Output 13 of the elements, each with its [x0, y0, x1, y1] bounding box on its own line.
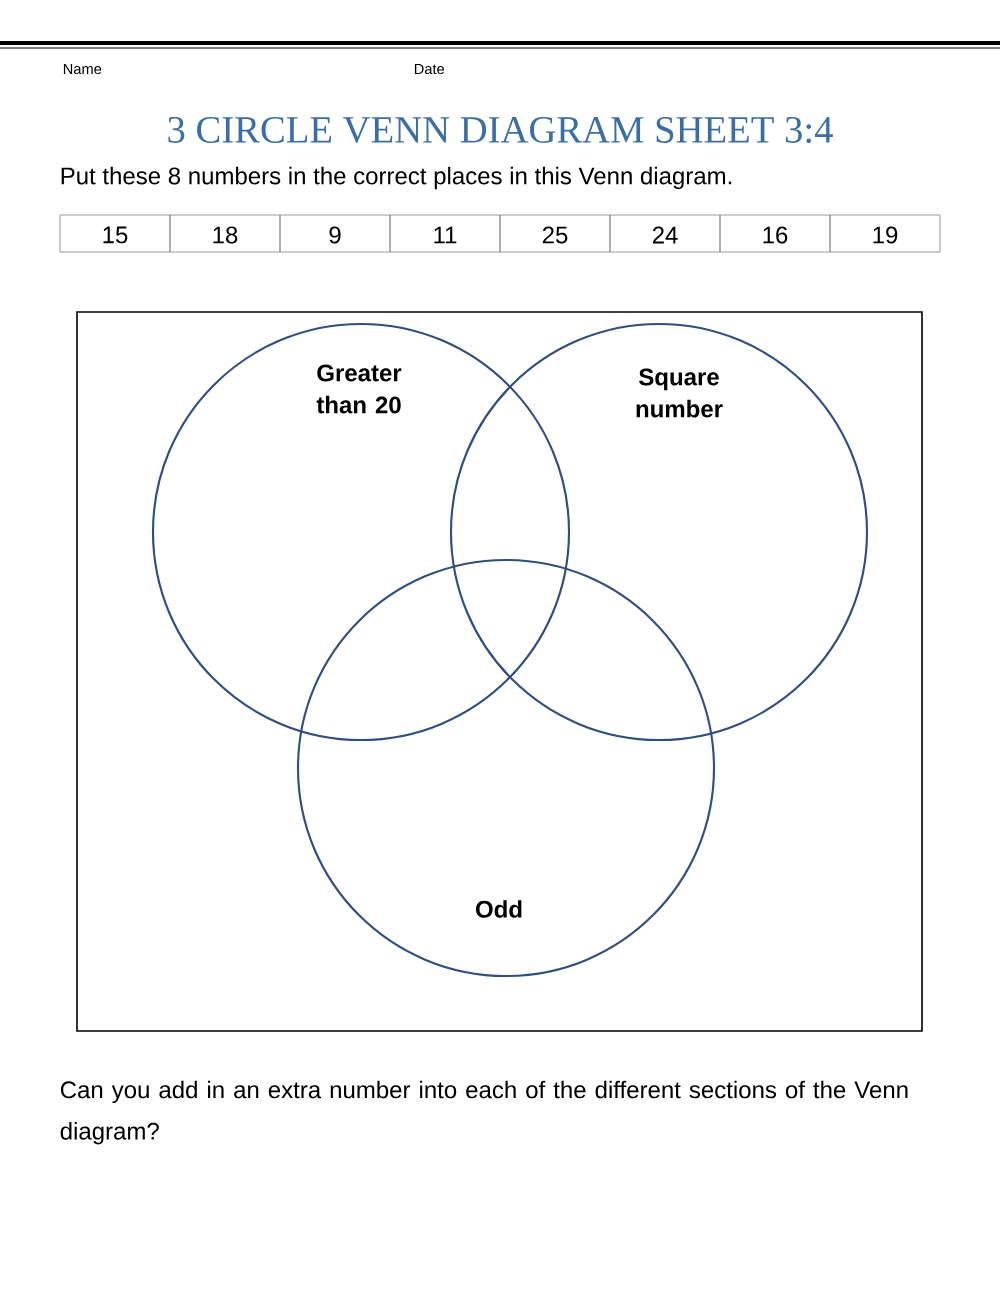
number-cell: 25	[499, 214, 611, 253]
number-cell: 11	[389, 214, 501, 253]
title: 3 CIRCLE VENN DIAGRAM SHEET 3:4	[168, 116, 833, 144]
question-text: Can you add in an extra number into each of the different sections of the Venn diagram?	[60, 1080, 908, 1145]
name-label: Name	[63, 63, 102, 75]
number-cell: 18	[169, 214, 281, 253]
number-cell: 15	[59, 214, 171, 253]
date-label: Date	[414, 63, 445, 75]
number-cell: 24	[609, 214, 721, 253]
number-cell: 16	[719, 214, 831, 253]
number-cell: 9	[279, 214, 391, 253]
instruction-text: Put these 8 numbers in the correct places in this Venn diagram.	[61, 166, 732, 190]
number-cell: 19	[829, 214, 941, 253]
